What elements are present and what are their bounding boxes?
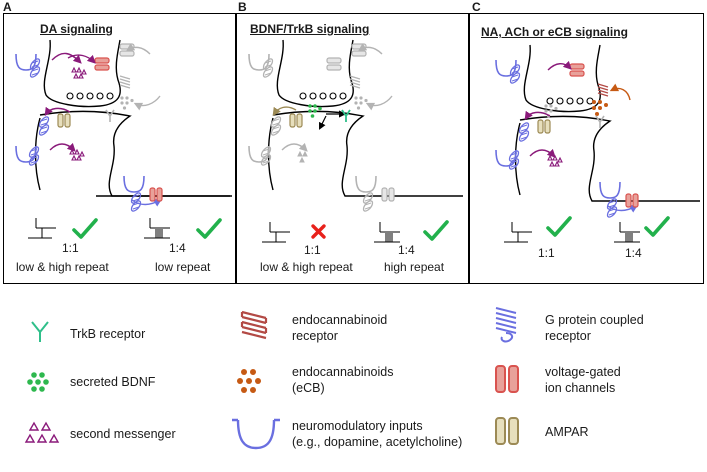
panel-b-title: BDNF/TrkB signaling bbox=[250, 22, 370, 36]
legend-label: neuromodulatory inputs bbox=[292, 419, 423, 433]
ampar-icon bbox=[495, 417, 519, 445]
panel-a-letter: A bbox=[3, 0, 12, 14]
legend-endocannabinoid-receptor: endocannabinoid receptor bbox=[292, 312, 387, 344]
checkmark-icon-c-left bbox=[546, 216, 572, 237]
legend-second-messenger: second messenger bbox=[70, 426, 176, 442]
panel-a-frame bbox=[3, 13, 236, 284]
checkmark-icon-c-right bbox=[644, 216, 670, 237]
legend-label: TrkB receptor bbox=[70, 327, 146, 341]
legend-label: secreted BDNF bbox=[70, 375, 156, 389]
panel-c-letter: C bbox=[472, 0, 481, 14]
panel-a-synapse bbox=[15, 39, 232, 212]
legend-label: receptor bbox=[545, 329, 591, 343]
stimulus-1-1-icon-c bbox=[503, 221, 533, 243]
panel-b-caption-left: low & high repeat bbox=[260, 260, 353, 274]
gpcr-icon bbox=[495, 307, 517, 343]
legend-label: receptor bbox=[292, 329, 338, 343]
legend-label: AMPAR bbox=[545, 425, 589, 439]
panel-b-frame bbox=[236, 13, 469, 284]
checkmark-icon-a-right bbox=[196, 218, 222, 239]
secreted-bdnf-icon bbox=[27, 372, 49, 392]
panel-a-caption-right: low repeat bbox=[155, 260, 211, 274]
legend-trkb-receptor: TrkB receptor bbox=[70, 326, 145, 342]
trkb-receptor-icon bbox=[31, 321, 49, 342]
stimulus-1-4-icon-c bbox=[613, 221, 641, 243]
panel-b-synapse bbox=[248, 39, 463, 212]
stimulus-1-4-icon-a bbox=[143, 217, 171, 239]
panel-b-caption-right: high repeat bbox=[384, 260, 445, 274]
legend-secreted-bdnf: secreted BDNF bbox=[70, 374, 155, 390]
legend-label: endocannabinoid bbox=[292, 313, 388, 327]
panel-a-ratio-right: 1:4 bbox=[169, 241, 186, 255]
second-messenger-icon bbox=[24, 421, 60, 443]
cross-icon-b-left bbox=[311, 224, 326, 239]
legend-label: endocannabinoids bbox=[292, 365, 394, 379]
panel-c-synapse bbox=[495, 44, 700, 218]
voltage-gated-channel-icon bbox=[495, 365, 519, 393]
neuromodulatory-input-icon bbox=[232, 418, 280, 450]
legend-ampar: AMPAR bbox=[545, 424, 589, 440]
legend-label: (e.g., dopamine, acetylcholine) bbox=[292, 435, 463, 449]
panel-c-title: NA, ACh or eCB signaling bbox=[481, 25, 628, 39]
stimulus-1-1-icon-b bbox=[261, 221, 291, 243]
panel-c-ratio-left: 1:1 bbox=[538, 246, 555, 260]
panel-c-ratio-right: 1:4 bbox=[625, 246, 642, 260]
checkmark-icon-b-right bbox=[423, 220, 449, 241]
legend-label: G protein coupled bbox=[545, 313, 644, 327]
legend-neuromodulatory-inputs: neuromodulatory inputs (e.g., dopamine, … bbox=[292, 418, 462, 450]
legend-label: (eCB) bbox=[292, 381, 325, 395]
legend-label: second messenger bbox=[70, 427, 176, 441]
stimulus-1-4-icon-b bbox=[373, 221, 401, 243]
legend-label: voltage-gated bbox=[545, 365, 621, 379]
panel-a-ratio-left: 1:1 bbox=[62, 241, 79, 255]
endocannabinoid-receptor-icon bbox=[240, 310, 268, 340]
checkmark-icon-a-left bbox=[72, 218, 98, 239]
endocannabinoids-icon bbox=[237, 369, 261, 393]
panel-b-ratio-left: 1:1 bbox=[304, 243, 321, 257]
legend-gpcr: G protein coupled receptor bbox=[545, 312, 644, 344]
panel-b-letter: B bbox=[238, 0, 247, 14]
legend-voltage-gated-channels: voltage-gated ion channels bbox=[545, 364, 621, 396]
panel-b-ratio-right: 1:4 bbox=[398, 243, 415, 257]
stimulus-1-1-icon-a bbox=[27, 217, 57, 239]
panel-a-title: DA signaling bbox=[40, 22, 113, 36]
panel-c-frame bbox=[469, 13, 704, 284]
legend-label: ion channels bbox=[545, 381, 616, 395]
panel-a-caption-left: low & high repeat bbox=[16, 260, 109, 274]
legend-endocannabinoids: endocannabinoids (eCB) bbox=[292, 364, 393, 396]
